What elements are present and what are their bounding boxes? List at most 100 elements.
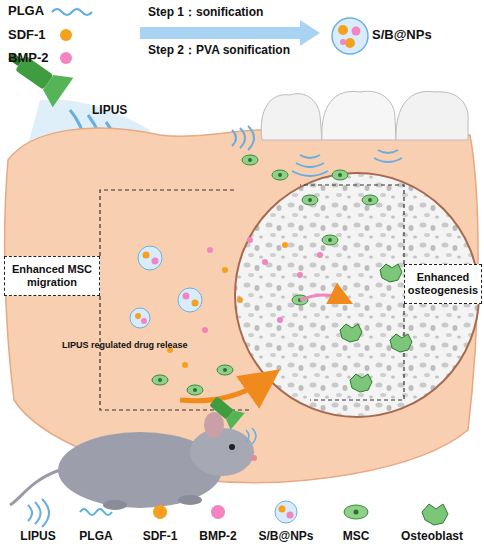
released-factors	[247, 237, 253, 243]
legend-icons	[279, 506, 286, 513]
dashed-leaders	[100, 185, 404, 410]
callout-text: Enhanced osteogenesis	[405, 271, 481, 297]
sdf-icon	[60, 29, 72, 41]
teeth	[396, 91, 468, 140]
dashed-leaders	[100, 190, 250, 410]
legend-text: S/B@NPs	[258, 530, 313, 544]
legend-icons	[28, 499, 448, 527]
legend-icons	[344, 505, 368, 519]
msc-cells	[328, 238, 332, 242]
msc-cells	[223, 368, 227, 372]
legend-icons	[354, 510, 359, 515]
msc-cells	[332, 170, 348, 180]
bmp-icon	[60, 52, 72, 64]
msc-cells	[217, 365, 233, 375]
nanoparticles	[141, 318, 147, 324]
legend-icons	[422, 504, 448, 525]
process-arrow	[140, 20, 320, 46]
mouse	[204, 412, 224, 438]
released-factors	[167, 237, 323, 368]
gum-tissue	[5, 128, 478, 482]
released-factors	[297, 272, 303, 278]
ultrasound-transducer	[0, 41, 73, 107]
teeth	[322, 91, 396, 140]
text-label: Step 1：sonification	[148, 6, 263, 20]
ultrasound-transducer	[0, 41, 73, 107]
nanoparticles	[178, 288, 202, 312]
dashed-callout-box: Enhanced osteogenesis	[404, 264, 482, 304]
gum-tissue	[5, 128, 478, 482]
nanoparticle-icon	[332, 18, 368, 54]
osteoblast-cells	[340, 324, 362, 342]
mouse	[223, 407, 245, 430]
nanoparticles	[130, 308, 150, 328]
small-waves	[292, 155, 328, 176]
legend-text: SDF-1	[143, 530, 178, 544]
sdf-icon	[60, 29, 72, 41]
mouse	[10, 392, 257, 510]
text-label: PLGA	[8, 4, 44, 19]
small-waves	[232, 126, 402, 176]
teeth	[261, 94, 322, 140]
mouse	[229, 444, 235, 450]
legend-swatch	[153, 505, 167, 519]
nanoparticles	[192, 300, 199, 307]
nanoparticles	[143, 252, 150, 259]
released-factors	[262, 259, 268, 265]
msc-cells	[278, 173, 282, 177]
msc-cells	[272, 170, 288, 180]
legend-icons	[28, 499, 49, 527]
msc-cells	[248, 158, 252, 162]
mouse	[178, 495, 202, 505]
msc-cells	[368, 198, 372, 202]
released-factors	[182, 362, 188, 368]
text-label: LIPUS	[92, 104, 127, 118]
nanoparticle-icon	[332, 18, 368, 54]
nanoparticle-icon	[338, 25, 348, 35]
legend-text: PLGA	[79, 530, 112, 544]
osteoblast-cells	[390, 334, 412, 352]
released-factors	[277, 317, 283, 323]
legend-icons	[275, 501, 297, 523]
nanoparticle-icon	[345, 38, 355, 48]
msc-cells	[362, 195, 378, 205]
released-factors	[237, 297, 243, 303]
msc-cells	[308, 198, 312, 202]
legend-swatch	[211, 505, 225, 519]
nanoparticle-icon	[352, 27, 361, 36]
text-label: S/B@NPs	[372, 28, 432, 43]
text-label: SDF-1	[8, 28, 46, 43]
dashed-callout-box: Enhanced MSC migration	[4, 256, 100, 296]
msc-cells	[242, 155, 258, 165]
osteoblast-cells	[350, 374, 372, 392]
mouse	[206, 392, 245, 429]
legend-text: LIPUS	[20, 530, 55, 544]
nanoparticle-icon	[340, 39, 346, 45]
process-arrow	[140, 20, 320, 46]
ultrasound-transducer	[38, 68, 73, 108]
migration-arrow	[180, 295, 345, 401]
osteoblast-cells	[380, 264, 402, 282]
text-label: BMP-2	[8, 51, 48, 66]
legend-icons	[80, 509, 112, 515]
osteoblast-cells	[340, 264, 412, 392]
msc-cells	[152, 375, 168, 385]
released-factors	[282, 242, 288, 248]
msc-cells	[193, 388, 197, 392]
plga-icon	[52, 9, 92, 15]
migration-arrow	[300, 295, 345, 300]
text-label: LIPUS regulated drug release	[62, 340, 188, 350]
nanoparticles	[135, 313, 141, 319]
released-factors	[207, 247, 213, 253]
mouse	[251, 455, 257, 461]
legend-icons	[287, 512, 294, 519]
dashed-leaders	[300, 185, 404, 400]
text-label: Step 2：PVA sonification	[148, 44, 290, 58]
released-factors	[317, 252, 323, 258]
msc-cells	[158, 378, 162, 382]
callout-text: Enhanced MSC migration	[5, 263, 99, 289]
legend-text: BMP-2	[199, 530, 236, 544]
legend-text: Osteoblast	[401, 530, 463, 544]
msc-cells	[322, 235, 338, 245]
